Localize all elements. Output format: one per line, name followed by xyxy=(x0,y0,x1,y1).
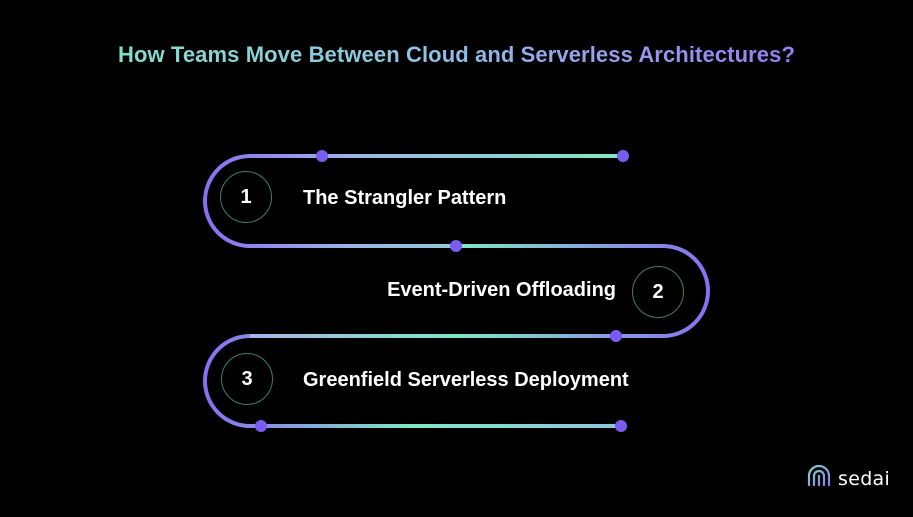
logo-wordmark: sedai xyxy=(838,467,891,490)
track-dot xyxy=(617,150,629,162)
brand-logo: sedai xyxy=(806,463,890,494)
step-3-number: 3 xyxy=(221,353,273,405)
track-dot xyxy=(450,240,462,252)
track-segment-2 xyxy=(250,244,710,338)
page-title: How Teams Move Between Cloud and Serverl… xyxy=(0,42,913,68)
track-segment-1 xyxy=(203,154,623,248)
step-2-number: 2 xyxy=(632,266,684,318)
track-dot xyxy=(610,330,622,342)
sedai-logo-icon xyxy=(806,463,832,494)
step-2-label: Event-Driven Offloading xyxy=(387,279,616,301)
step-1-number: 1 xyxy=(220,171,272,223)
track-dot xyxy=(316,150,328,162)
step-3-label: Greenfield Serverless Deployment xyxy=(303,369,629,391)
track-dot xyxy=(255,420,267,432)
step-1-label: The Strangler Pattern xyxy=(303,187,507,209)
track-segment-3 xyxy=(203,334,621,428)
track-dot xyxy=(615,420,627,432)
